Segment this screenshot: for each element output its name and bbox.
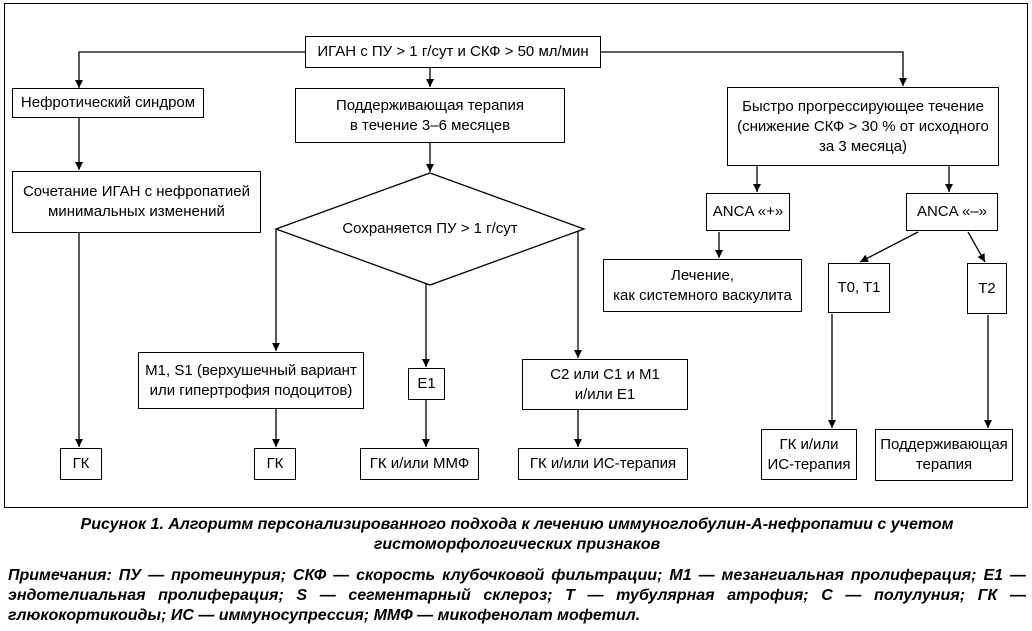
- start-box: ИГАН с ПУ > 1 г/сут и СКФ > 50 мл/мин: [305, 36, 601, 68]
- c2-c1-box: C2 или C1 и M1 и/или E1: [522, 359, 688, 410]
- decision-label: Сохраняется ПУ > 1 г/сут: [342, 220, 518, 237]
- line-start-to-rapid: [600, 51, 907, 86]
- gk-box-2: ГК: [254, 448, 296, 480]
- gk-is-therapy-box: ГК и/или ИС-терапия: [518, 448, 688, 480]
- maintenance-therapy-box: Поддерживающая терапия: [875, 429, 1013, 481]
- vasculitis-treatment-box: Лечение, как системного васкулита: [603, 259, 802, 312]
- line-ancaneg-to-t2: [967, 231, 986, 263]
- t2-box: T2: [967, 263, 1007, 314]
- decision-diamond: [274, 172, 586, 286]
- gk-mmf-box: ГК и/или ММФ: [360, 448, 479, 480]
- nephrotic-syndrome-box: Нефротический синдром: [12, 88, 204, 118]
- anca-negative-box: ANCA «–»: [906, 193, 998, 231]
- anca-positive-box: ANCA «+»: [706, 193, 790, 231]
- gk-is-therapy-box-2: ГК и/или ИС-терапия: [761, 429, 857, 480]
- diagram-frame: [4, 3, 1028, 508]
- figure-notes: Примечания: ПУ — протеинурия; СКФ — скор…: [8, 567, 1026, 624]
- rapid-progression-box: Быстро прогрессирующее течение (снижение…: [727, 87, 999, 166]
- t0-t1-box: T0, T1: [828, 263, 890, 313]
- figure-caption: Рисунок 1. Алгоритм персонализированного…: [80, 516, 954, 553]
- e1-box: E1: [408, 368, 445, 400]
- supportive-therapy-box: Поддерживающая терапия в течение 3–6 мес…: [295, 88, 565, 143]
- combo-mcd-box: Сочетание ИГАН с нефропатией минимальных…: [12, 171, 261, 233]
- m1-s1-box: M1, S1 (верхушечный вариант или гипертро…: [138, 352, 364, 409]
- gk-box-1: ГК: [60, 448, 102, 480]
- line-ancaneg-to-t01: [859, 231, 919, 263]
- line-start-to-nephrotic: [75, 51, 305, 88]
